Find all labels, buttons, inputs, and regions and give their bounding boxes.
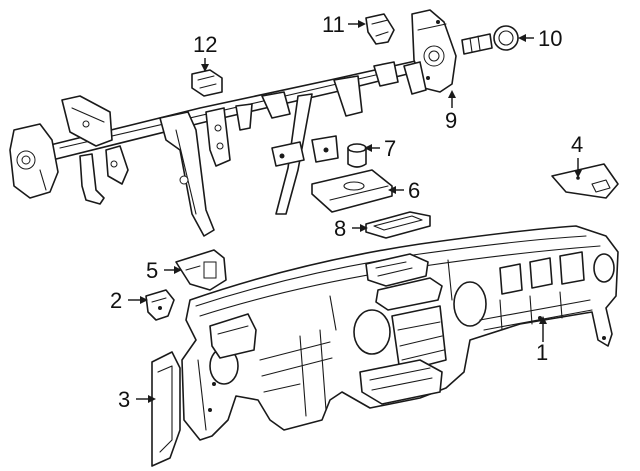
steering-support[interactable]	[461, 25, 519, 55]
side-cover[interactable]	[151, 351, 181, 467]
callout-11: 11	[322, 12, 345, 37]
instrument-panel[interactable]	[181, 225, 619, 441]
callout-6: 6	[408, 178, 420, 203]
mounting-bracket[interactable]	[191, 69, 223, 97]
callout-5: 5	[146, 258, 158, 283]
callout-7: 7	[384, 136, 396, 161]
callout-10: 10	[538, 26, 562, 51]
trim-bezel[interactable]	[365, 211, 431, 239]
callout-labels: 1 2 3 4 5 6 7 8 9 10 11 12	[110, 12, 583, 412]
sensor[interactable]	[145, 289, 175, 321]
callout-12: 12	[193, 32, 217, 57]
defroster-panel[interactable]	[551, 163, 619, 199]
callout-9: 9	[445, 108, 457, 133]
callout-2: 2	[110, 288, 122, 313]
callout-4: 4	[571, 132, 583, 157]
cup-holder[interactable]	[347, 143, 367, 168]
leader-lines	[128, 20, 582, 403]
center-cover[interactable]	[311, 169, 393, 213]
callout-8: 8	[334, 216, 346, 241]
reinforcement-bracket[interactable]	[9, 9, 457, 237]
callout-3: 3	[118, 387, 130, 412]
retainer-clip[interactable]	[365, 13, 395, 45]
callout-1: 1	[536, 340, 548, 365]
switch-bezel[interactable]	[175, 249, 227, 291]
